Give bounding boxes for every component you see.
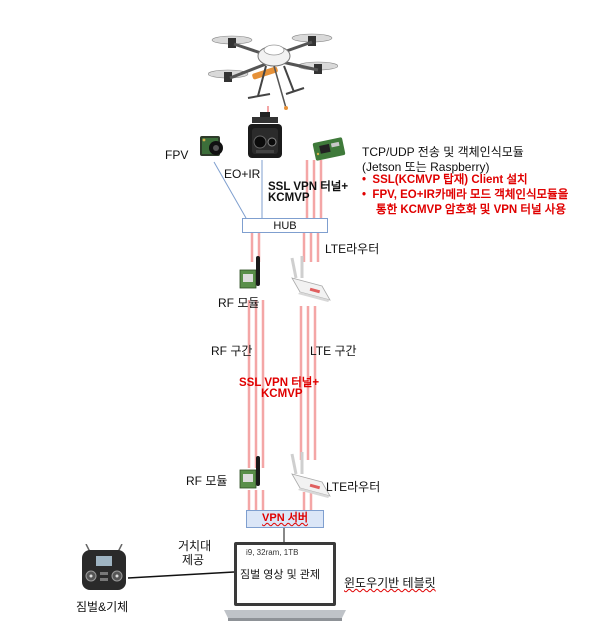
fpv-camera-icon	[200, 136, 223, 156]
ssl-mid-label-line1: SSL VPN 터널+	[239, 377, 320, 389]
lte-router-top-label: LTE라우터	[325, 242, 380, 256]
laptop-screen-title: 짐벌 영상 및 관제	[240, 569, 321, 581]
ssl-top-label-line1: SSL VPN 터널+	[268, 181, 349, 193]
windows-tablet-label: 윈도우기반 테블릿	[344, 576, 436, 590]
eo-ir-camera-icon	[248, 112, 282, 158]
lte-router-top-icon	[290, 256, 331, 302]
bullet-item-2-continued: 통한 KCMVP 암호화 및 VPN 터널 사용	[376, 204, 566, 216]
jetson-module-icon	[312, 137, 346, 161]
fpv-label: FPV	[165, 148, 189, 162]
rf-section-label: RF 구간	[211, 344, 253, 358]
ssl-mid-label-line2: KCMVP	[261, 388, 303, 400]
tcp-module-title: TCP/UDP 전송 및 객체인식모듈	[362, 145, 524, 159]
lte-section-label: LTE 구간	[310, 344, 357, 358]
rf-module-bottom-label: RF 모듈	[186, 474, 228, 488]
cradle-label-line2: 제공	[182, 553, 205, 567]
lte-router-bottom-label: LTE라우터	[326, 480, 381, 494]
tcp-module-subtitle: (Jetson 또는 Raspberry)	[362, 160, 490, 174]
vpn-server-box: VPN 서버	[246, 510, 324, 528]
laptop-icon	[224, 542, 346, 621]
bullet-item-2: • FPV, EO+IR카메라 모드 객체인식모듈을	[362, 189, 569, 201]
drone-icon	[208, 33, 338, 110]
lte-router-bottom-icon	[290, 452, 331, 498]
rf-module-bottom-icon	[239, 456, 260, 489]
gimbal-controller-label: 짐벌&기체	[76, 600, 129, 614]
remote-controller-icon	[82, 544, 126, 590]
eo-ir-label: EO+IR	[224, 167, 261, 181]
cradle-label-line1: 거치대	[178, 539, 212, 553]
rf-module-top-label: RF 모듈	[218, 296, 260, 310]
hub-box: HUB	[242, 218, 328, 233]
bullet-item-1: • SSL(KCMVP 탑재) Client 설치	[362, 174, 528, 186]
ssl-top-label-line2: KCMVP	[268, 192, 310, 204]
rf-module-top-icon	[239, 256, 260, 289]
laptop-spec-text: i9, 32ram, 1TB	[246, 548, 299, 557]
